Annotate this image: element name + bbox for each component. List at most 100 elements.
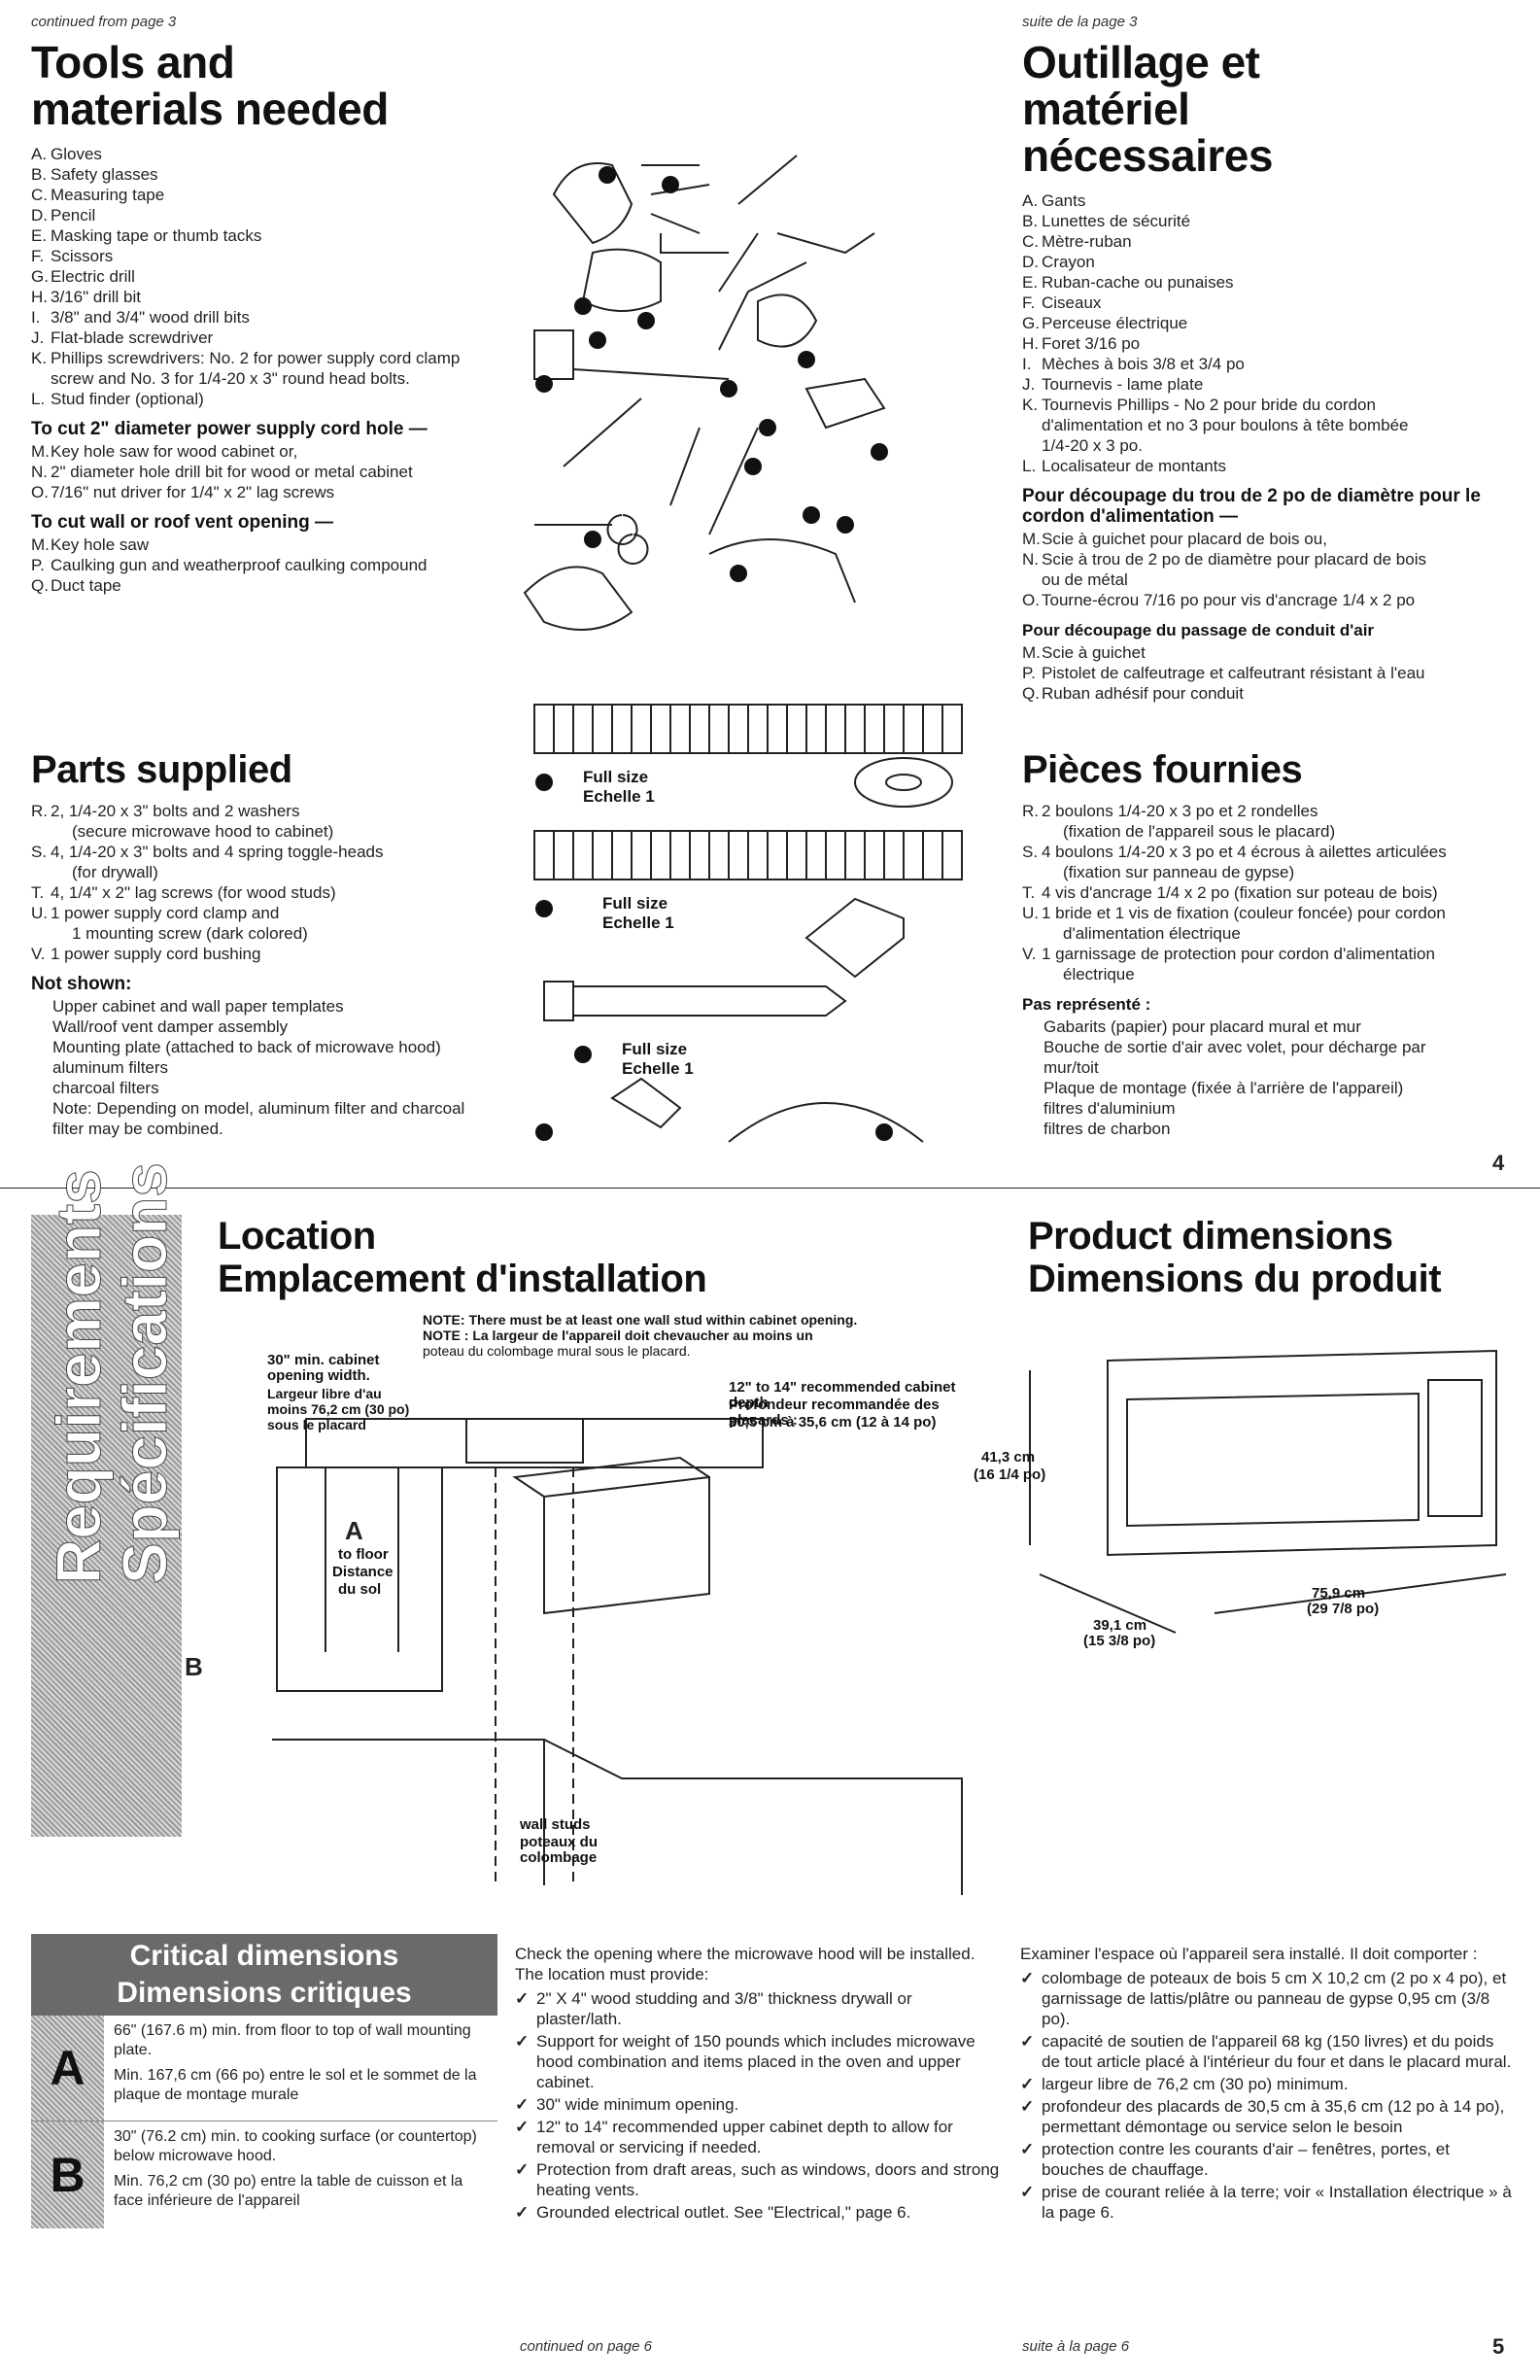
tool-fr-text: Ciseaux: [1042, 293, 1102, 312]
check-en-item: ✓Grounded electrical outlet. See "Electr…: [515, 2202, 1001, 2223]
dim-a-3: du sol: [338, 1581, 382, 1598]
check-mark-icon: ✓: [1020, 2183, 1035, 2201]
tool-fr-letter: K.: [1022, 396, 1039, 414]
tool-en-letter: L.: [31, 390, 46, 408]
cord-hole-en-item: N.2" diameter hole drill bit for wood or…: [31, 462, 517, 482]
critical-b-text: 30" (76.2 cm) min. to cooking surface (o…: [104, 2121, 497, 2228]
critical-a-fr: Min. 167,6 cm (66 po) entre le sol et le…: [114, 2067, 477, 2103]
check-mark-icon: ✓: [1020, 1969, 1035, 1987]
check-en-text: 30" wide minimum opening.: [536, 2095, 739, 2114]
not-shown-en-line: Note: Depending on model, aluminum filte…: [52, 1099, 465, 1118]
continued-from-fr: suite de la page 3: [1022, 14, 1138, 30]
parts-list-fr: R.2 boulons 1/4-20 x 3 po et 2 rondelles…: [1022, 801, 1508, 984]
tool-fr-item: A.Gants: [1022, 190, 1508, 211]
tool-en-item: D.Pencil: [31, 205, 517, 225]
tool-fr-text: Ruban-cache ou punaises: [1042, 273, 1234, 292]
check-en-item: ✓2" X 4" wood studding and 3/8" thicknes…: [515, 1988, 1001, 2029]
vent-en-item: P.Caulking gun and weatherproof caulking…: [31, 555, 517, 575]
part-en-text: 4, 1/4" x 2" lag screws (for wood studs): [51, 883, 336, 902]
page-number-4: 4: [1492, 1151, 1505, 1175]
not-shown-en-line: Mounting plate (attached to back of micr…: [52, 1038, 441, 1056]
tool-fr-item: d'alimentation et no 3 pour boulons à tê…: [1022, 415, 1508, 435]
parts-en-section: Parts supplied R.2, 1/4-20 x 3" bolts an…: [31, 746, 517, 1139]
product-dimension-diagram: 41,3 cm (16 1/4 po) 75,9 cm (29 7/8 po) …: [974, 1322, 1525, 1681]
check-en-item: ✓Support for weight of 150 pounds which …: [515, 2031, 1001, 2092]
cord-hole-en-letter: O.: [31, 483, 49, 501]
tools-fr-section: Outillage et matériel nécessaires A.Gant…: [1022, 39, 1508, 704]
tool-en-letter: C.: [31, 186, 48, 204]
vent-en-letter: P.: [31, 556, 45, 574]
page-divider: [0, 1188, 1540, 1189]
continued-on-en: continued on page 6: [520, 2338, 652, 2355]
tool-en-text: screw and No. 3 for 1/4-20 x 3" round he…: [51, 369, 410, 388]
location-diagram: NOTE: There must be at least one wall st…: [185, 1312, 972, 1905]
check-mark-icon: ✓: [515, 2032, 530, 2051]
vent-fr-letter: Q.: [1022, 684, 1040, 703]
tool-fr-item: J.Tournevis - lame plate: [1022, 374, 1508, 395]
not-shown-fr-line: Plaque de montage (fixée à l'arrière de …: [1044, 1079, 1404, 1097]
cord-hole-en-letter: N.: [31, 463, 48, 481]
page-number-5: 5: [1492, 2334, 1505, 2359]
part-en-text: 2, 1/4-20 x 3" bolts and 2 washers: [51, 802, 300, 820]
tools-title-en: Tools and materials needed: [31, 37, 389, 134]
critical-title-fr: Dimensions critiques: [117, 1977, 412, 2009]
cord-hole-fr-item: M.Scie à guichet pour placard de bois ou…: [1022, 529, 1508, 549]
tool-en-text: Gloves: [51, 145, 102, 163]
tool-en-text: Flat-blade screwdriver: [51, 328, 214, 347]
checklist-en: Check the opening where the microwave ho…: [515, 1944, 1001, 2225]
tool-fr-letter: E.: [1022, 273, 1039, 292]
check-en-text: Protection from draft areas, such as win…: [536, 2160, 1000, 2199]
tool-en-item: K.Phillips screwdrivers: No. 2 for power…: [31, 348, 517, 368]
tool-en-text: Masking tape or thumb tacks: [51, 226, 262, 245]
tool-fr-item: K.Tournevis Phillips - No 2 pour bride d…: [1022, 395, 1508, 415]
depth-3: 30,5 cm à 35,6 cm (12 à 14 po): [729, 1414, 937, 1431]
tool-fr-letter: D.: [1022, 253, 1039, 271]
part-fr-item: U.1 bride et 1 vis de fixation (couleur …: [1022, 903, 1508, 923]
vent-title-en: To cut wall or roof vent opening —: [31, 512, 334, 533]
check-fr-text: prise de courant reliée à la terre; voir…: [1042, 2183, 1512, 2222]
part-en-text: (secure microwave hood to cabinet): [72, 822, 334, 841]
tool-en-text: Pencil: [51, 206, 96, 224]
part-fr-letter: R.: [1022, 802, 1039, 820]
cord-hole-fr-text: ou de métal: [1042, 570, 1128, 589]
full-size-t-fr: Echelle 1: [622, 1059, 694, 1078]
tool-fr-item: C.Mètre-ruban: [1022, 231, 1508, 252]
cab-width-2: opening width.: [267, 1367, 370, 1384]
vent-fr-item: M.Scie à guichet: [1022, 642, 1508, 663]
parts-title-fr: Pièces fournies: [1022, 748, 1303, 791]
part-en-item: T.4, 1/4" x 2" lag screws (for wood stud…: [31, 882, 517, 903]
studs-2: poteaux du: [520, 1834, 599, 1850]
cab-width-3: Largeur libre d'au: [267, 1386, 382, 1401]
tool-fr-item: I.Mèches à bois 3/8 et 3/4 po: [1022, 354, 1508, 374]
check-intro-en: Check the opening where the microwave ho…: [515, 1945, 975, 1983]
cord-hole-fr-letter: O.: [1022, 591, 1040, 609]
not-shown-fr-line: filtres d'aluminium: [1044, 1099, 1176, 1118]
part-fr-letter: T.: [1022, 883, 1036, 902]
continued-on-fr: suite à la page 6: [1022, 2338, 1130, 2355]
tool-en-letter: H.: [31, 288, 48, 306]
check-fr-item: ✓ protection contre les courants d'air – …: [1020, 2139, 1516, 2180]
tool-en-text: Electric drill: [51, 267, 135, 286]
check-fr-item: ✓colombage de poteaux de bois 5 cm X 10,…: [1020, 1968, 1516, 2029]
full-size-t-en: Full size: [622, 1040, 687, 1058]
check-fr-text: protection contre les courants d'air – f…: [1042, 2140, 1450, 2179]
part-en-text: 1 power supply cord bushing: [51, 945, 261, 963]
check-fr-text: capacité de soutien de l'appareil 68 kg …: [1042, 2032, 1512, 2071]
tool-en-item: F.Scissors: [31, 246, 517, 266]
note-fr-1: NOTE : La largeur de l'appareil doit che…: [423, 1328, 813, 1343]
vent-fr-letter: P.: [1022, 664, 1036, 682]
tool-en-item: G.Electric drill: [31, 266, 517, 287]
dim-height-2: (16 1/4 po): [974, 1466, 1046, 1483]
tool-fr-text: 1/4-20 x 3 po.: [1042, 436, 1143, 455]
check-mark-icon: ✓: [1020, 2140, 1035, 2158]
cord-hole-list-fr: M.Scie à guichet pour placard de bois ou…: [1022, 529, 1508, 610]
part-en-text: 1 power supply cord clamp and: [51, 904, 280, 922]
tool-en-item: screw and No. 3 for 1/4-20 x 3" round he…: [31, 368, 517, 389]
vent-fr-text: Ruban adhésif pour conduit: [1042, 684, 1244, 703]
not-shown-fr-line: Gabarits (papier) pour placard mural et …: [1044, 1018, 1361, 1036]
cord-hole-en-text: Key hole saw for wood cabinet or,: [51, 442, 298, 461]
vent-en-letter: M.: [31, 535, 50, 554]
cord-hole-fr-text: Scie à trou de 2 po de diamètre pour pla…: [1042, 550, 1426, 569]
part-en-letter: V.: [31, 945, 46, 963]
